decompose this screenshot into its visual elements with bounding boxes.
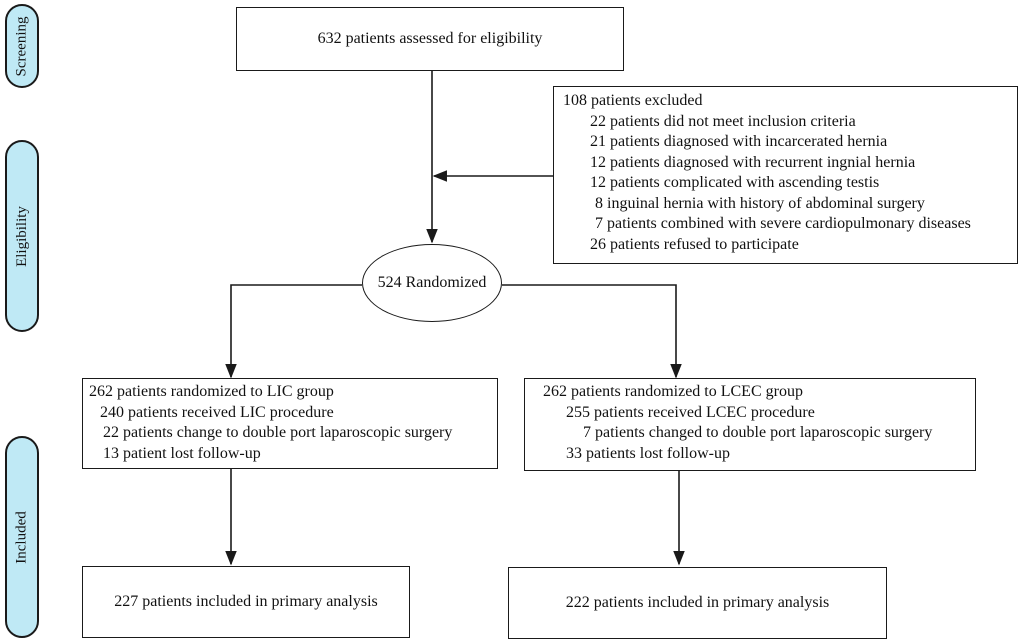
lic-group-title: 262 patients randomized to LIC group bbox=[89, 383, 334, 400]
excluded-reason: 7 patients combined with severe cardiopu… bbox=[595, 215, 971, 232]
branch-line-lcec bbox=[502, 284, 682, 379]
stage-screening-label: Screening bbox=[13, 16, 30, 76]
excluded-reason: 22 patients did not meet inclusion crite… bbox=[590, 112, 856, 130]
excluded-reason: 12 patients complicated with ascending t… bbox=[590, 174, 880, 191]
lic-group-line: 13 patient lost follow-up bbox=[103, 444, 261, 462]
randomized-node: 524 Randomized bbox=[362, 244, 502, 322]
lcec-group-line: 255 patients received LCEC procedure bbox=[566, 403, 815, 421]
lic-group-line: 22 patients change to double port laparo… bbox=[103, 424, 453, 441]
excluded-box: 108 patients excluded 22 patients did no… bbox=[553, 86, 1018, 264]
excluded-reason: 12 patients diagnosed with recurrent ing… bbox=[590, 153, 916, 171]
stage-screening: Screening bbox=[5, 4, 39, 88]
lcec-included-box: 222 patients included in primary analysi… bbox=[508, 567, 887, 639]
stage-eligibility: Eligibility bbox=[5, 140, 39, 332]
excluded-reason: 21 patients diagnosed with incarcerated … bbox=[590, 133, 888, 150]
lic-included-box: 227 patients included in primary analysi… bbox=[82, 566, 410, 638]
excluded-reason: 26 patients refused to participate bbox=[590, 235, 799, 253]
excluded-title: 108 patients excluded bbox=[563, 92, 703, 109]
branch-line-lic bbox=[225, 284, 362, 379]
stage-included: Included bbox=[5, 436, 39, 638]
randomized-text: 524 Randomized bbox=[377, 274, 487, 291]
lcec-included-text: 222 patients included in primary analysi… bbox=[565, 593, 830, 611]
lcec-group-line: 33 patients lost follow-up bbox=[566, 444, 730, 462]
lcec-group-box: 262 patients randomized to LCEC group 25… bbox=[524, 378, 976, 471]
lcec-group-line: 7 patients changed to double port laparo… bbox=[583, 424, 933, 441]
lcec-group-title: 262 patients randomized to LCEC group bbox=[543, 383, 803, 400]
excluded-reason: 8 inguinal hernia with history of abdomi… bbox=[595, 194, 925, 212]
stage-eligibility-label: Eligibility bbox=[13, 205, 30, 267]
stage-included-label: Included bbox=[13, 510, 30, 564]
lic-group-line: 240 patients received LIC procedure bbox=[100, 403, 334, 421]
lic-group-box: 262 patients randomized to LIC group 240… bbox=[82, 378, 498, 469]
lic-included-text: 227 patients included in primary analysi… bbox=[114, 592, 378, 610]
assessed-text: 632 patients assessed for eligibility bbox=[317, 29, 543, 47]
assessed-box: 632 patients assessed for eligibility bbox=[236, 7, 624, 71]
